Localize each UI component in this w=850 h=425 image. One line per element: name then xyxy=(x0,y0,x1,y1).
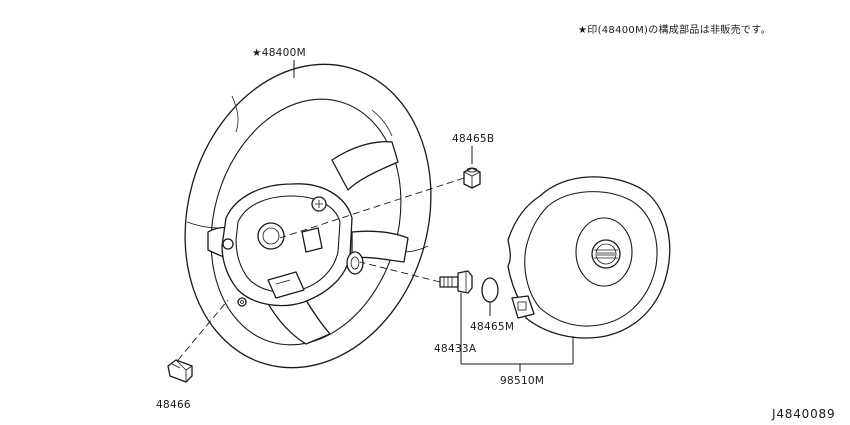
leader-lines xyxy=(177,60,574,372)
label-48400M: ★48400M xyxy=(252,47,306,59)
label-98510M: 98510M xyxy=(500,375,544,387)
diagram-code: J4840089 xyxy=(771,407,835,421)
label-48433A: 48433A xyxy=(434,343,477,355)
clip-48466 xyxy=(167,359,193,383)
label-48465M: 48465M xyxy=(470,321,514,333)
label-48465B: 48465B xyxy=(452,133,494,145)
non-sale-note: ★印(48400M)の構成部品は非販売です。 xyxy=(578,23,771,36)
bolt-48433A xyxy=(439,270,473,294)
airbag-module-98510M xyxy=(507,176,671,339)
washer-48465M xyxy=(481,277,499,303)
label-48466: 48466 xyxy=(156,399,191,411)
nut-48465B xyxy=(463,167,481,189)
steering-wheel xyxy=(184,63,432,369)
